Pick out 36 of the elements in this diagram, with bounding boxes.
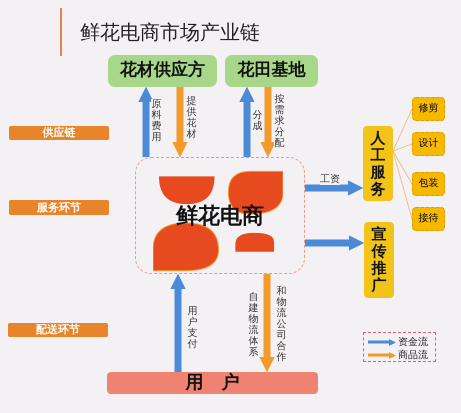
- legend-label: 资金流: [398, 337, 428, 349]
- connector-line: [392, 144, 412, 152]
- dashed-box: [135, 157, 305, 274]
- rounded-box: 花田基地: [225, 55, 318, 87]
- arrow: [305, 180, 364, 196]
- flow-note: 和物流公司合作: [276, 286, 287, 363]
- edge-label: 自建物流体系: [248, 292, 259, 358]
- rounded-box: 花材供应方: [108, 55, 217, 87]
- connector-line: [392, 150, 412, 184]
- task-tag: 修剪: [412, 97, 445, 121]
- arrow: [259, 274, 275, 372]
- edge-label: 提供花材: [186, 96, 197, 140]
- edge-label: 用户支付: [187, 306, 198, 350]
- task-tag: 接待: [412, 207, 445, 231]
- title: 鲜花电商市场产业链: [80, 19, 260, 46]
- connector-line: [392, 108, 412, 152]
- arrow: [170, 274, 186, 372]
- arrow: [305, 235, 364, 251]
- edge-label: 工资: [320, 174, 340, 185]
- task-tag: 设计: [412, 132, 445, 156]
- arrow: [239, 86, 255, 157]
- arrow: [260, 87, 276, 158]
- service-box: 人工服务: [363, 126, 393, 201]
- section-band: 服务环节: [9, 200, 109, 215]
- legend-label: 商品流: [398, 350, 428, 362]
- task-tag: 包装: [412, 172, 445, 196]
- edge-label: 按需求分配: [274, 94, 285, 149]
- arrow: [172, 87, 188, 158]
- section-band: 配送环节: [8, 323, 108, 337]
- service-box: 宣传推广: [364, 222, 394, 298]
- user-bar: 用 户: [107, 372, 318, 394]
- section-band: 供应链: [9, 126, 109, 140]
- arrow: [138, 86, 154, 157]
- edge-label: 原料费用: [151, 99, 162, 143]
- edge-label: 分成: [252, 110, 263, 132]
- connector-line: [392, 150, 412, 220]
